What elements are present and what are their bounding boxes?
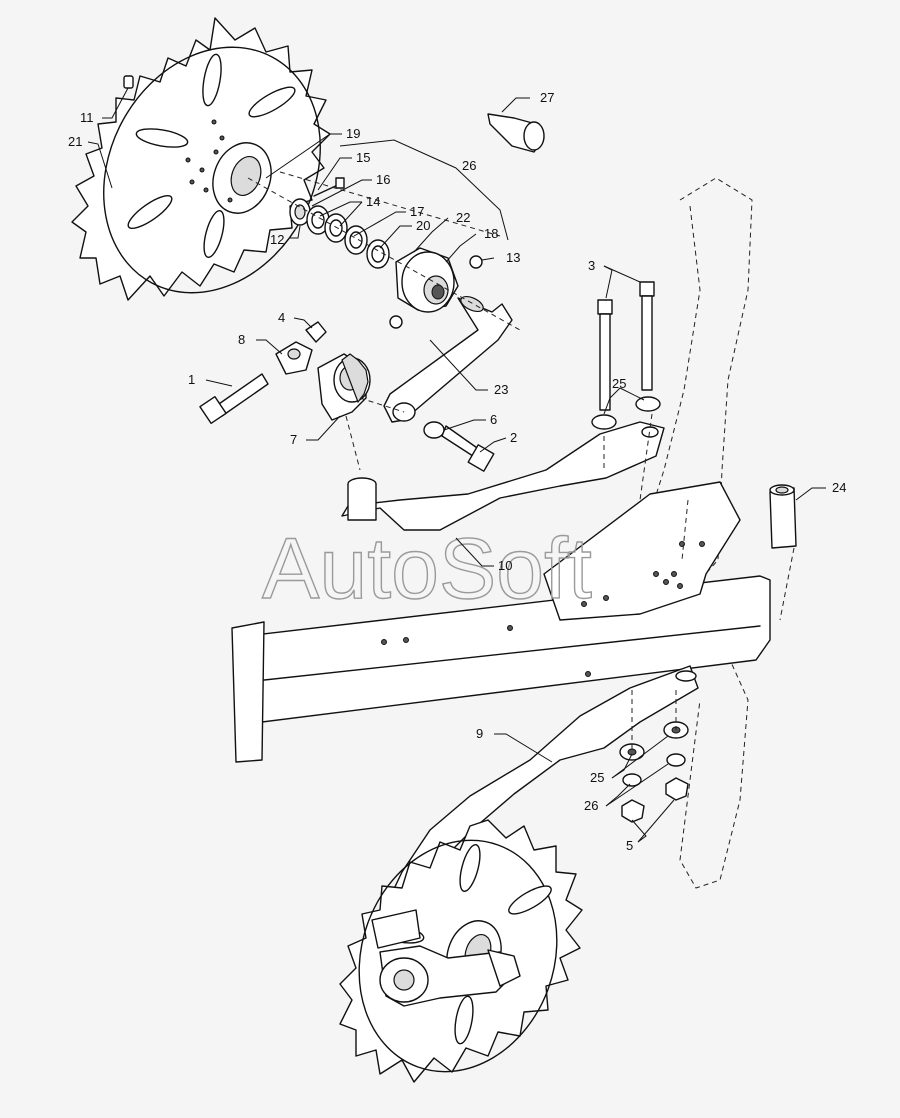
bolts-3: [591, 281, 661, 430]
callout-19: 19: [346, 126, 360, 141]
watermark-text: AutoSoft: [262, 521, 592, 617]
callout-20: 20: [416, 218, 430, 233]
nut-8: [275, 341, 313, 375]
callout-22: 22: [456, 210, 470, 225]
callout-13: 13: [506, 250, 520, 265]
callout-27: 27: [540, 90, 554, 105]
callout-9: 9: [476, 726, 483, 741]
callout-24: 24: [832, 480, 846, 495]
disc-21-upper: [71, 17, 331, 301]
callout-8: 8: [238, 332, 245, 347]
disc-21-lower: [339, 819, 583, 1083]
callout-3: 3: [588, 258, 595, 273]
washers-and-nuts: [619, 721, 689, 823]
callout-26-bottom: 26: [584, 798, 598, 813]
bolt-15: [313, 177, 345, 197]
callout-21: 21: [68, 134, 82, 149]
callout-4: 4: [278, 310, 285, 325]
centerlines: [247, 171, 795, 752]
frame-bracket-right: [647, 177, 753, 889]
spacer-24: [769, 484, 797, 549]
callout-23: 23: [494, 382, 508, 397]
callout-26-top: 26: [462, 158, 476, 173]
callout-10: 10: [498, 558, 512, 573]
callout-5: 5: [626, 838, 633, 853]
mount-plate: [543, 481, 741, 621]
callout-7: 7: [290, 432, 297, 447]
bolt-1: [199, 373, 269, 425]
callout-15: 15: [356, 150, 370, 165]
callout-6: 6: [490, 412, 497, 427]
callout-17: 17: [410, 204, 424, 219]
callout-25-top: 25: [612, 376, 626, 391]
bearing-parts: [289, 198, 390, 269]
callout-2: 2: [510, 430, 517, 445]
bolt-2: [423, 421, 495, 472]
hub-22: [389, 247, 483, 329]
plug-27: [487, 113, 545, 153]
crank-arm-23: [383, 295, 513, 423]
callout-25-bottom: 25: [590, 770, 604, 785]
bolt-11: [123, 75, 134, 89]
arm-10: [341, 421, 665, 531]
callout-11: 11: [80, 110, 94, 125]
callout-12: 12: [270, 232, 284, 247]
callout-18: 18: [484, 226, 498, 241]
callout-14: 14: [366, 194, 380, 209]
lower-crank-assembly: [371, 909, 521, 1007]
callout-1: 1: [188, 372, 195, 387]
leader-lines: [87, 87, 826, 843]
bracket-7: [317, 353, 371, 421]
callout-16: 16: [376, 172, 390, 187]
